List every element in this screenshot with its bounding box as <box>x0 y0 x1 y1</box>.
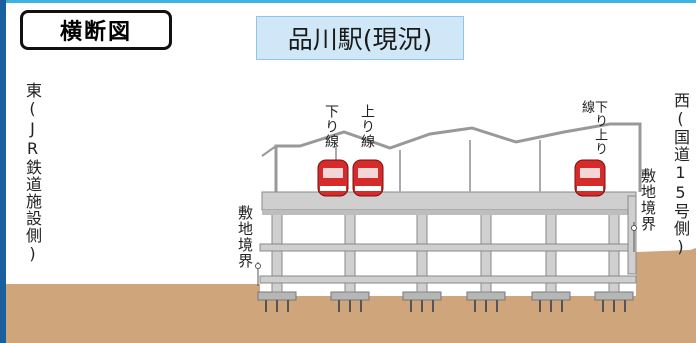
east-side-label: 東(JR鉄道施設側) <box>23 82 42 264</box>
track-label-down: 下り線 <box>323 104 339 149</box>
top-border <box>0 0 696 3</box>
west-side-label: 西(国道15号側) <box>671 92 690 257</box>
train-2 <box>352 159 384 197</box>
boundary-label-left: 敷地境界 <box>236 205 254 269</box>
boundary-label-right: 敷地境界 <box>639 168 657 232</box>
platform-roof <box>274 122 642 192</box>
deck-underside <box>262 210 636 215</box>
page-title: 品川駅(現況) <box>256 16 464 60</box>
train-3 <box>574 159 606 197</box>
train-1 <box>317 159 349 197</box>
lower-beam <box>259 275 637 284</box>
ground-center <box>250 296 636 343</box>
track-label-down-up: 下り上り線 <box>579 100 607 156</box>
embankment-right <box>636 248 696 343</box>
ground-left <box>6 284 260 343</box>
piles <box>265 300 626 312</box>
middle-beam <box>259 243 637 252</box>
left-border <box>0 0 6 343</box>
right-wall <box>627 195 637 275</box>
section-badge: 横断図 <box>20 10 172 50</box>
track-label-up: 上り線 <box>359 104 375 149</box>
